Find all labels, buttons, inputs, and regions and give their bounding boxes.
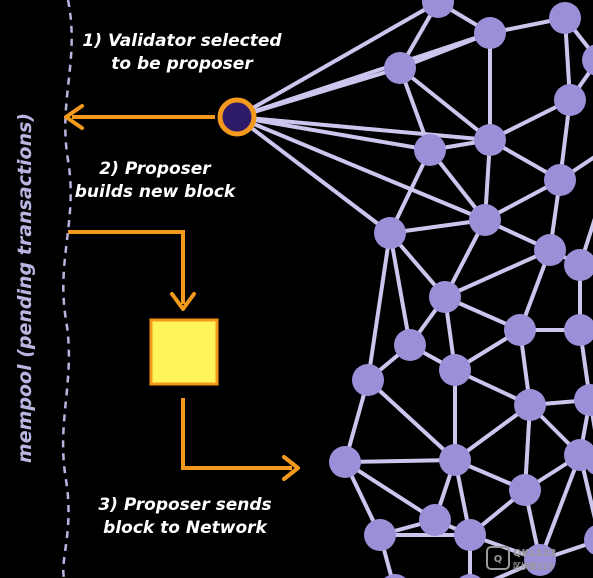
network-node: [474, 124, 506, 156]
watermark-text-bottom: 区块链123: [513, 561, 554, 571]
network-edge: [366, 378, 457, 462]
step-3-label: 3) Proposer sends block to Network: [98, 495, 271, 538]
step-3-line-2: block to Network: [103, 518, 268, 538]
proposer-edge: [236, 115, 431, 152]
proposer-edge: [236, 66, 401, 119]
network-node: [364, 519, 396, 551]
network-edge: [343, 460, 437, 522]
step-2-label: 2) Proposer builds new block: [75, 159, 237, 202]
arrow-to-block: [68, 230, 196, 311]
network-node: [514, 389, 546, 421]
network-node: [329, 446, 361, 478]
arrow-to-network: [181, 398, 300, 481]
watermark-text-top: QKL123: [513, 548, 557, 559]
network-node: [469, 204, 501, 236]
network-node: [564, 314, 593, 346]
network-node: [374, 217, 406, 249]
network-node: [564, 249, 593, 281]
watermark: Q QKL123 区块链123: [486, 546, 557, 571]
network-node: [439, 354, 471, 386]
network-node: [419, 504, 451, 536]
arrow-to-mempool: [64, 104, 215, 130]
proposer-edge: [235, 115, 392, 235]
network-node: [352, 364, 384, 396]
proposer-edge: [236, 0, 439, 119]
step-3-line-1: 3) Proposer sends: [98, 495, 271, 515]
proposer-edge: [236, 115, 486, 222]
network-node: [474, 17, 506, 49]
network-edge: [578, 217, 593, 266]
new-block: [149, 318, 219, 386]
network-edge: [366, 232, 392, 381]
network-edge: [538, 454, 582, 561]
network-node: [459, 574, 481, 578]
step-1-line-2: to be proposer: [111, 54, 254, 74]
mempool-boundary: [61, 0, 73, 578]
network-node: [564, 439, 593, 471]
network-node: [454, 519, 486, 551]
network-node: [394, 329, 426, 361]
network-node: [534, 234, 566, 266]
network-node: [504, 314, 536, 346]
network-node: [574, 384, 593, 416]
network-edge: [399, 31, 491, 70]
network-node: [584, 525, 593, 555]
proposer-edge: [236, 115, 491, 142]
step-1-line-1: 1) Validator selected: [82, 31, 282, 51]
network-node: [422, 0, 454, 18]
network-edge: [444, 248, 551, 299]
network-node: [582, 44, 593, 76]
network-nodes: [329, 0, 593, 578]
step-2-line-1: 2) Proposer: [99, 159, 212, 179]
network-node: [549, 2, 581, 34]
network-node: [414, 134, 446, 166]
network-node: [384, 574, 406, 578]
watermark-logo-icon: [486, 546, 510, 570]
network-node: [429, 281, 461, 313]
network-node: [524, 544, 556, 576]
network-edge: [344, 458, 456, 464]
step-2-line-2: builds new block: [75, 182, 237, 202]
network-node: [554, 84, 586, 116]
network-node: [384, 52, 416, 84]
mempool-label: mempool (pending transactions): [14, 113, 36, 463]
network-node: [439, 444, 471, 476]
network-edge: [398, 66, 492, 142]
network-edge: [388, 232, 412, 346]
network-node: [509, 474, 541, 506]
proposer-node: [217, 97, 257, 137]
watermark-logo: Q: [494, 554, 503, 565]
step-1-label: 1) Validator selected to be proposer: [82, 31, 282, 74]
network-node: [544, 164, 576, 196]
